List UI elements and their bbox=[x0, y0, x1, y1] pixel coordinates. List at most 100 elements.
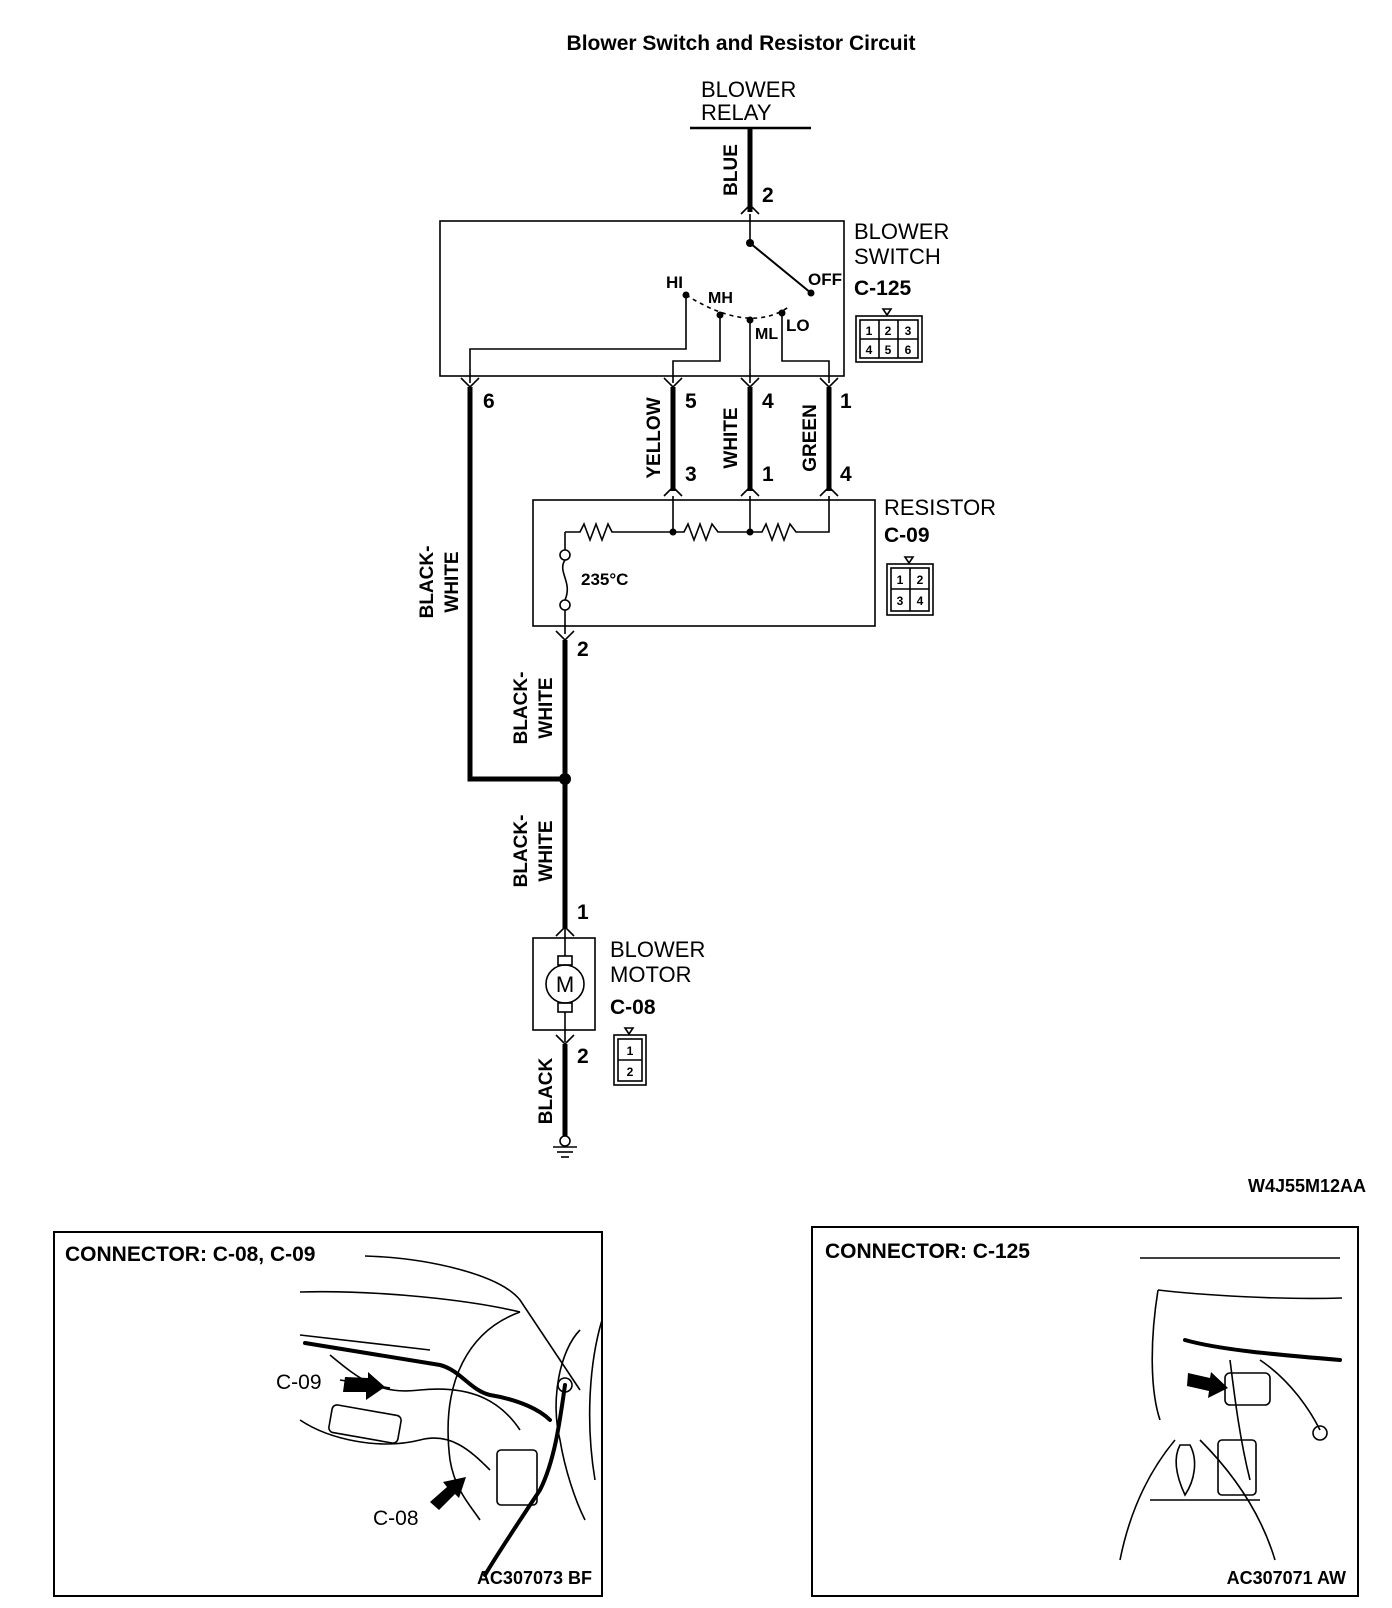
panel-2-code: AC307071 AW bbox=[1227, 1568, 1346, 1588]
ground-symbol bbox=[553, 1135, 577, 1158]
connector-c125-face: 1 2 3 4 5 6 bbox=[855, 308, 923, 363]
c09-pin-3: 3 bbox=[897, 594, 904, 608]
resistor-label: RESISTOR bbox=[884, 495, 996, 520]
panel-1-harness-upper bbox=[299, 1334, 521, 1431]
diagram-code: W4J55M12AA bbox=[1248, 1176, 1366, 1196]
panel-2-connector-block-b bbox=[1217, 1439, 1257, 1496]
resistor-element-3 bbox=[750, 521, 808, 543]
c125-pin-6: 6 bbox=[905, 343, 912, 357]
relay-label-line1: BLOWER bbox=[701, 77, 796, 102]
connector-panel-c125: CONNECTOR: C-125 AC307071 AW bbox=[811, 1226, 1359, 1597]
switch-pin-4: 4 bbox=[762, 390, 774, 413]
resistor-element-1 bbox=[565, 521, 673, 543]
wire-bw-mid-line2: WHITE bbox=[536, 677, 557, 738]
blower-relay: BLOWER RELAY bbox=[690, 77, 811, 130]
panel-2-harness-branch bbox=[1229, 1359, 1321, 1481]
wire-bw-left-line2: WHITE bbox=[442, 551, 463, 612]
switch-position-ml: ML bbox=[755, 326, 778, 343]
wire-bw-mid-line1: BLACK- bbox=[511, 672, 532, 745]
switch-contact-off bbox=[807, 289, 815, 297]
panel-2-harness-main bbox=[1183, 1338, 1342, 1362]
c08-pin-2: 2 bbox=[627, 1065, 634, 1079]
panel-2-connector-c bbox=[1312, 1425, 1328, 1441]
panel-1-code: AC307073 BF bbox=[477, 1568, 592, 1588]
panel-1-harness-main bbox=[303, 1341, 552, 1422]
c09-pin-1: 1 bbox=[897, 573, 904, 587]
panel-2-c125-arrow bbox=[1187, 1372, 1228, 1398]
switch-pin-6: 6 bbox=[483, 390, 495, 413]
resistor-pin-3: 3 bbox=[685, 463, 697, 486]
wire-blue-label: BLUE bbox=[721, 144, 742, 196]
panel-1-dash-outline bbox=[299, 1255, 581, 1391]
resistor-pin-4: 4 bbox=[840, 463, 852, 486]
resistor-connector-id: C-09 bbox=[884, 524, 930, 547]
thermal-fuse-terminal-top bbox=[559, 549, 571, 561]
c125-pin-2: 2 bbox=[885, 324, 892, 338]
switch-connector-id: C-125 bbox=[854, 277, 912, 300]
blower-motor-box bbox=[532, 937, 596, 1031]
wire-bw-left-line1: BLACK- bbox=[417, 546, 438, 619]
motor-symbol-letter: M bbox=[556, 972, 574, 997]
wire-green-label: GREEN bbox=[800, 404, 821, 472]
panel-2-shift-lever bbox=[1175, 1444, 1196, 1497]
c08-pin-1: 1 bbox=[627, 1044, 634, 1058]
switch-position-lo: LO bbox=[786, 316, 810, 335]
c125-pin-4: 4 bbox=[866, 343, 873, 357]
resistor-pin-3-arrow bbox=[663, 485, 683, 497]
switch-label-line2: SWITCH bbox=[854, 244, 941, 269]
thermal-fuse-terminal-bottom bbox=[559, 599, 571, 611]
c09-outline bbox=[886, 563, 934, 616]
res-node-a bbox=[669, 528, 677, 536]
switch-pin-2-arrow bbox=[740, 203, 760, 215]
switch-arc bbox=[685, 294, 791, 319]
c08-outline bbox=[613, 1034, 647, 1086]
c125-key bbox=[881, 308, 893, 317]
thermal-fuse-link bbox=[561, 559, 569, 601]
switch-position-mh: MH bbox=[708, 290, 733, 307]
panel-2-dash-outline bbox=[1140, 1257, 1343, 1421]
connector-c09-face: 1 2 3 4 bbox=[886, 556, 934, 616]
thermal-fuse-temp: 235°C bbox=[581, 570, 628, 589]
motor-label-line1: BLOWER bbox=[610, 937, 705, 962]
panel-1-connector-block-a bbox=[328, 1404, 402, 1444]
panel-1-callout-c08: C-08 bbox=[373, 1507, 419, 1530]
motor-label-line2: MOTOR bbox=[610, 962, 691, 987]
connector-c08-face: 1 2 bbox=[613, 1027, 647, 1086]
resistor-box bbox=[532, 499, 876, 627]
switch-label-line1: BLOWER bbox=[854, 219, 949, 244]
blower-motor: 1 M 2 BLOWER MOTOR C-08 1 2 bbox=[532, 901, 705, 1086]
panel-1-pillar bbox=[555, 1319, 603, 1521]
blower-switch-box bbox=[439, 220, 845, 377]
panel-1-c08-arrow bbox=[430, 1477, 466, 1510]
panel-2-title: CONNECTOR: C-125 bbox=[825, 1240, 1030, 1263]
switch-lead-hi bbox=[469, 295, 687, 383]
wire-yellow-label: YELLOW bbox=[644, 397, 665, 478]
switch-position-hi: HI bbox=[666, 273, 683, 292]
motor-pin-2: 2 bbox=[577, 1045, 589, 1068]
wire-bw-low-line1: BLACK- bbox=[511, 815, 532, 888]
panel-2-console bbox=[1119, 1439, 1276, 1561]
panel-1-c09-arrow bbox=[343, 1372, 385, 1400]
wire-white-label: WHITE bbox=[721, 407, 742, 468]
res-node-b bbox=[746, 528, 754, 536]
c125-pin-5: 5 bbox=[885, 343, 892, 357]
wire-black-white-switch bbox=[467, 387, 565, 782]
panel-2-frame bbox=[811, 1226, 1359, 1597]
blower-switch: HI MH ML LO OFF BLOWER SWITCH C-125 1 2 … bbox=[439, 214, 949, 383]
c125-pin-1: 1 bbox=[866, 324, 873, 338]
switch-pin-1: 1 bbox=[840, 390, 852, 413]
resistor-element-2 bbox=[673, 521, 750, 543]
wire-bw-low-line2: WHITE bbox=[536, 820, 557, 881]
resistor: 235°C RESISTOR C-09 1 2 3 4 bbox=[532, 495, 996, 634]
wire-bw-label-left: BLACK- WHITE bbox=[417, 546, 463, 619]
resistor-pin-1: 1 bbox=[762, 463, 774, 486]
ground-terminal bbox=[559, 1135, 571, 1147]
panel-1-title: CONNECTOR: C-08, C-09 bbox=[65, 1243, 315, 1266]
switch-lead-lo bbox=[781, 313, 830, 383]
relay-pin-2: 2 bbox=[762, 184, 774, 207]
motor-brush-top bbox=[557, 955, 573, 966]
relay-label-line2: RELAY bbox=[701, 100, 772, 125]
resistor-pin-2: 2 bbox=[577, 638, 589, 661]
c09-key bbox=[903, 556, 915, 565]
